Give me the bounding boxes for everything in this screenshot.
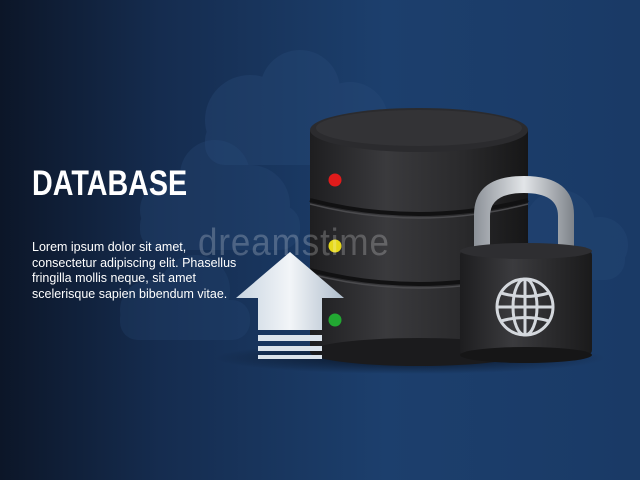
status-led-green <box>328 313 342 327</box>
description-text: Lorem ipsum dolor sit amet, consectetur … <box>32 240 237 301</box>
cloud-icon <box>140 140 300 250</box>
page-title: DATABASE <box>32 164 188 203</box>
cloud-icon <box>120 255 250 340</box>
watermark: dreamstime <box>198 222 390 264</box>
upload-arrow-icon <box>236 252 344 359</box>
status-led-red <box>328 173 342 187</box>
status-led-yellow <box>328 239 342 253</box>
globe-icon <box>495 277 555 337</box>
